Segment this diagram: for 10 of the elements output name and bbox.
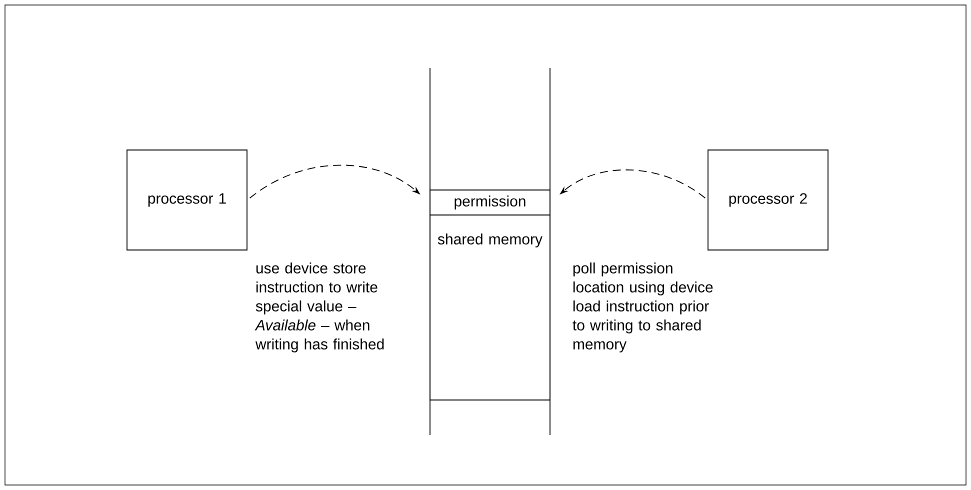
node-label: shared memory xyxy=(438,233,542,248)
processor-box xyxy=(708,150,828,250)
node-label: permission xyxy=(454,196,526,210)
node-label: processor 2 xyxy=(729,193,807,207)
processor-box xyxy=(126,150,248,250)
node-label: processor 1 xyxy=(148,193,226,207)
note: poll permission location using device load instruction prior to writing to shared memory xyxy=(572,262,713,352)
memory-cell xyxy=(430,190,550,216)
note: use device store instruction to write special value – Available – when writing has finished xyxy=(254,262,384,352)
memory-region xyxy=(430,214,550,400)
